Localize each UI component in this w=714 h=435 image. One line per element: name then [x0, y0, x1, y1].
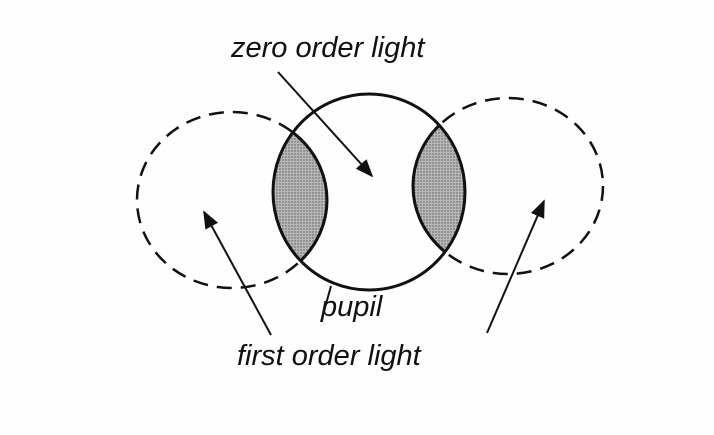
zero-order-label: zero order light [231, 32, 425, 64]
pupil-circle [271, 92, 467, 292]
pupil-pointer [320, 285, 332, 323]
first-order-arrow-left [203, 210, 272, 336]
zero-order-arrow [277, 71, 374, 178]
first-order-arrow-right [486, 199, 545, 334]
overlap-left-boundary [273, 110, 329, 290]
first-order-label: first order light [237, 340, 421, 372]
overlap-right-boundary [411, 96, 465, 276]
first-order-circle-right [411, 96, 605, 276]
pupil-label: pupil [321, 291, 383, 323]
